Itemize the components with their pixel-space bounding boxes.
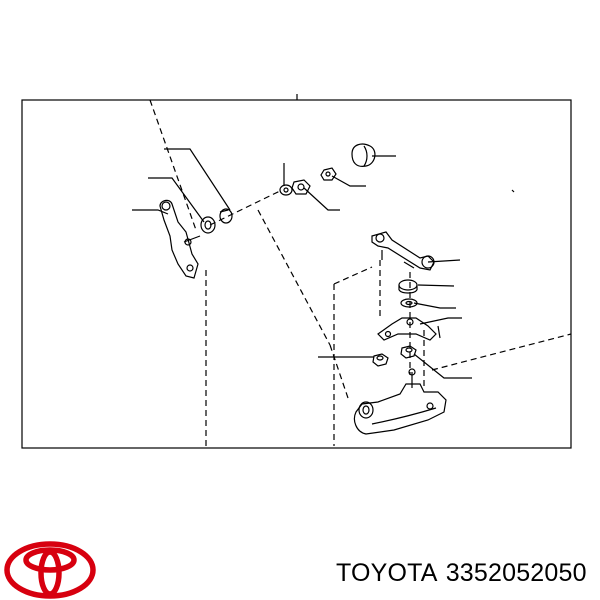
leader-line bbox=[132, 209, 169, 215]
hex-nut-hole bbox=[405, 347, 413, 353]
bracket-hole bbox=[384, 330, 392, 338]
washer-hole bbox=[283, 187, 289, 193]
linkage-rod-part bbox=[371, 231, 435, 271]
leader-line bbox=[413, 353, 472, 379]
leader-line bbox=[419, 317, 462, 325]
dome-cap-edge bbox=[363, 145, 368, 167]
bushing-bore bbox=[204, 220, 212, 230]
lever-arm bbox=[159, 199, 199, 279]
alignment-line bbox=[329, 344, 349, 399]
alignment-line bbox=[209, 189, 283, 226]
housing-edge bbox=[371, 407, 437, 425]
shift-lever-part bbox=[159, 199, 201, 279]
hex-nut bbox=[400, 345, 417, 359]
rod-pin bbox=[403, 261, 415, 269]
washer-stack bbox=[398, 279, 418, 308]
rod-bushing bbox=[421, 255, 435, 269]
washer-hole bbox=[405, 300, 413, 306]
bracket-hole bbox=[406, 318, 414, 326]
leader-line bbox=[164, 148, 231, 211]
bracket-plate bbox=[377, 317, 437, 341]
alignment-line bbox=[333, 266, 373, 285]
hex-nut-hole bbox=[376, 355, 384, 361]
leader-line bbox=[417, 284, 455, 287]
leader-line bbox=[331, 175, 366, 187]
alignment-lines bbox=[149, 99, 572, 450]
linkage-rod bbox=[371, 231, 435, 271]
dome-cap bbox=[351, 143, 376, 167]
alignment-line bbox=[257, 209, 331, 346]
bushing-parts bbox=[200, 208, 233, 234]
leader-lines bbox=[132, 148, 515, 379]
spacer-bottom bbox=[398, 289, 418, 294]
spacer bbox=[398, 279, 418, 291]
housing-stud-head bbox=[408, 368, 416, 376]
bushing bbox=[219, 208, 233, 224]
bracket-part bbox=[377, 317, 441, 341]
leader-line bbox=[413, 302, 456, 309]
housing-hole bbox=[426, 402, 434, 410]
bracket-stud bbox=[437, 325, 441, 339]
leader-line bbox=[148, 177, 205, 223]
nut-parts bbox=[279, 167, 337, 196]
part-number: 3352052050 bbox=[445, 559, 587, 587]
hex-nut-hole bbox=[297, 183, 305, 191]
bushing bbox=[200, 216, 216, 234]
rod-end bbox=[375, 233, 385, 243]
housing-bushing-bore bbox=[362, 405, 370, 415]
bushing-edge bbox=[219, 209, 229, 213]
housing-bushing bbox=[358, 401, 374, 419]
hex-nut-hole bbox=[325, 171, 331, 177]
lower-nuts bbox=[372, 345, 417, 367]
toyota-logo-icon bbox=[4, 541, 96, 599]
hex-nut bbox=[372, 353, 389, 367]
alignment-line bbox=[149, 99, 197, 231]
lever-pin bbox=[183, 235, 201, 243]
diagram-frame bbox=[21, 99, 572, 449]
parts-diagram bbox=[21, 94, 572, 450]
dome-cap-part bbox=[351, 143, 376, 167]
housing-body bbox=[353, 383, 447, 435]
lower-housing-part bbox=[353, 368, 447, 435]
alignment-line bbox=[431, 333, 572, 371]
washer bbox=[400, 298, 418, 308]
leader-line bbox=[511, 189, 515, 193]
hex-nut bbox=[320, 167, 337, 181]
hex-nut bbox=[291, 179, 311, 195]
lever-bolt bbox=[186, 264, 194, 272]
lever-pivot bbox=[161, 201, 171, 211]
leader-line bbox=[303, 187, 340, 211]
washer bbox=[279, 184, 293, 196]
brand-name: TOYOTA bbox=[336, 559, 438, 587]
